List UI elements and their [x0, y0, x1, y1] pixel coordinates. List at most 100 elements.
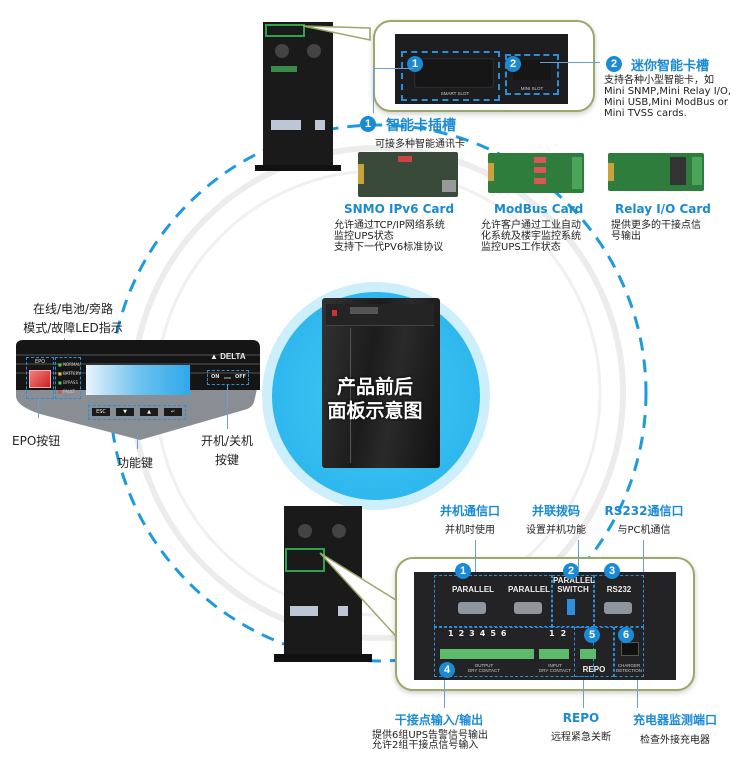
- epo-button[interactable]: [29, 370, 51, 388]
- dry-contact-title: 干接点输入/输出: [394, 713, 484, 727]
- connector-line: [475, 540, 476, 572]
- parallel-dip-switch[interactable]: [567, 599, 575, 615]
- output-dry-contact-label-line1: OUTPUT: [474, 663, 494, 668]
- card-name-snmp: SNMO IPv6 Card: [344, 202, 455, 216]
- comm-port-highlight-box: [285, 548, 325, 572]
- esc-key[interactable]: ESC: [92, 408, 110, 416]
- connector-line: [38, 398, 39, 418]
- parallel-port-2[interactable]: [514, 602, 542, 614]
- delta-logo: ▲ DELTA: [210, 352, 246, 361]
- charger-title: 充电器监测端口: [632, 713, 717, 727]
- parallel-switch-desc: 设置并机功能: [526, 525, 586, 536]
- epo-box: [26, 357, 54, 399]
- output-dry-contact-terminal[interactable]: [440, 649, 534, 659]
- modbus-card-image: [488, 153, 584, 193]
- badge-charger: 6: [618, 627, 634, 643]
- relay-io-card-image: [608, 153, 704, 191]
- connector-line: [444, 680, 445, 708]
- parallel-comm-desc: 并机时使用: [445, 525, 495, 536]
- connector-line: [583, 680, 584, 708]
- led-caption-line1: 在线/电池/旁路: [32, 302, 114, 316]
- input-dry-contact-label-line2: DRY CONTACT: [538, 668, 571, 673]
- connector-line: [578, 540, 579, 572]
- connector-line: [373, 68, 374, 113]
- on-off-box: [207, 370, 249, 385]
- function-keys-caption: 功能键: [117, 456, 154, 470]
- cabinet-base: [255, 165, 341, 171]
- card-desc-line: 支持下一代PV6标准协议: [334, 242, 444, 253]
- card-desc-line: 提供更多的干接点信: [611, 220, 701, 231]
- badge-parallel-switch: 2: [563, 563, 579, 579]
- input-contact-number: 2: [560, 629, 567, 638]
- connector-line: [643, 540, 644, 572]
- parallel-port-1[interactable]: [458, 602, 486, 614]
- on-button[interactable]: ON: [211, 374, 220, 380]
- input-contact-number: 1: [549, 629, 555, 638]
- cabinet-base: [274, 654, 372, 662]
- output-contact-number: 6: [500, 629, 507, 638]
- onoff-caption-line2: 按键: [214, 453, 239, 467]
- function-keys-box: [88, 405, 186, 420]
- snmp-card-image: [358, 152, 458, 197]
- badge-repo: 5: [584, 627, 600, 643]
- rs232-title: RS232通信口: [604, 504, 684, 518]
- smart-slot-title: 智能卡插槽: [386, 118, 456, 134]
- input-dry-contact-terminal[interactable]: [539, 649, 569, 659]
- led-bypass: ■ BYPASS: [58, 380, 79, 385]
- center-title-line2: 面板示意图: [327, 400, 423, 422]
- up-key[interactable]: ▲: [140, 408, 158, 416]
- smart-slot-box: [401, 51, 500, 101]
- bottom-callout-box: PARALLEL PARALLEL PARALLEL SWITCH RS232 …: [395, 557, 695, 691]
- lcd-display: [86, 365, 190, 395]
- badge-rs232: 3: [604, 563, 620, 579]
- rs232-box: [594, 575, 644, 627]
- card-name-relay: Relay I/O Card: [615, 202, 711, 216]
- mini-slot-box: [505, 54, 559, 95]
- epo-label: EPO: [34, 359, 46, 365]
- down-key[interactable]: ▼: [116, 408, 134, 416]
- ups-rear-cabinet-top: [263, 22, 333, 167]
- smart-slot-label: SMART SLOT: [440, 91, 470, 96]
- charger-desc: 检查外接充电器: [640, 735, 710, 746]
- parallel-ports-box: [434, 575, 552, 627]
- rear-comm-panel: PARALLEL PARALLEL PARALLEL SWITCH RS232 …: [414, 572, 676, 680]
- off-button[interactable]: OFF: [235, 374, 247, 380]
- card-desc-line: 允许客户通过工业自动: [481, 220, 581, 231]
- parallel-switch-title: 并联拨码: [531, 504, 580, 518]
- badge-mini-slot: 2: [505, 56, 521, 72]
- repo-desc: 远程紧急关断: [551, 732, 611, 743]
- parallel-comm-title: 并机通信口: [439, 504, 500, 518]
- on-off-divider: [224, 377, 231, 379]
- led-normal: ■ NORMAL: [58, 362, 81, 367]
- charger-detection-port[interactable]: [621, 642, 639, 656]
- led-indicator-box: [55, 357, 81, 399]
- badge-smart-slot: 1: [407, 56, 423, 72]
- mini-slot-desc-line: Mini SNMP,Mini Relay I/O,: [604, 86, 732, 97]
- parallel-switch-label-line2: SWITCH: [557, 585, 589, 594]
- enter-key[interactable]: ↵: [164, 408, 182, 416]
- top-callout-box: SMART SLOT MINI SLOT 1 2: [373, 20, 595, 112]
- rs232-port[interactable]: [604, 602, 632, 614]
- badge-dry-contact: 4: [439, 662, 455, 678]
- card-desc-line: 允许通过TCP/IP网络系统: [334, 220, 445, 231]
- parallel2-label: PARALLEL: [508, 585, 551, 594]
- led-fault: ■ FAULT: [58, 389, 75, 394]
- output-dry-contact-label-line2: DRY CONTACT: [467, 668, 500, 673]
- charger-detection-label-line2: DETECTION: [615, 668, 642, 673]
- badge-mini-slot-label: 2: [606, 56, 622, 72]
- connector-line: [227, 385, 228, 429]
- output-contact-number: 1: [448, 629, 454, 638]
- smart-slot-desc: 可接多种智能通讯卡: [375, 139, 465, 150]
- mini-slot-desc-line: Mini TVSS cards.: [604, 108, 687, 119]
- repo-terminal[interactable]: [580, 649, 596, 659]
- card-desc-line: 监控UPS状态: [334, 231, 394, 242]
- rs232-desc: 与PC机通信: [617, 525, 671, 536]
- dry-contact-desc-line: 允许2组干接点信号输入: [372, 740, 479, 751]
- badge-parallel: 1: [455, 563, 471, 579]
- parallel1-label: PARALLEL: [452, 585, 495, 594]
- output-contact-number: 4: [479, 629, 486, 638]
- parallel-switch-label-line1: PARALLEL: [553, 576, 596, 585]
- output-contact-number: 2: [458, 629, 465, 638]
- mini-slot-label: MINI SLOT: [520, 86, 544, 91]
- connector-line: [540, 62, 600, 63]
